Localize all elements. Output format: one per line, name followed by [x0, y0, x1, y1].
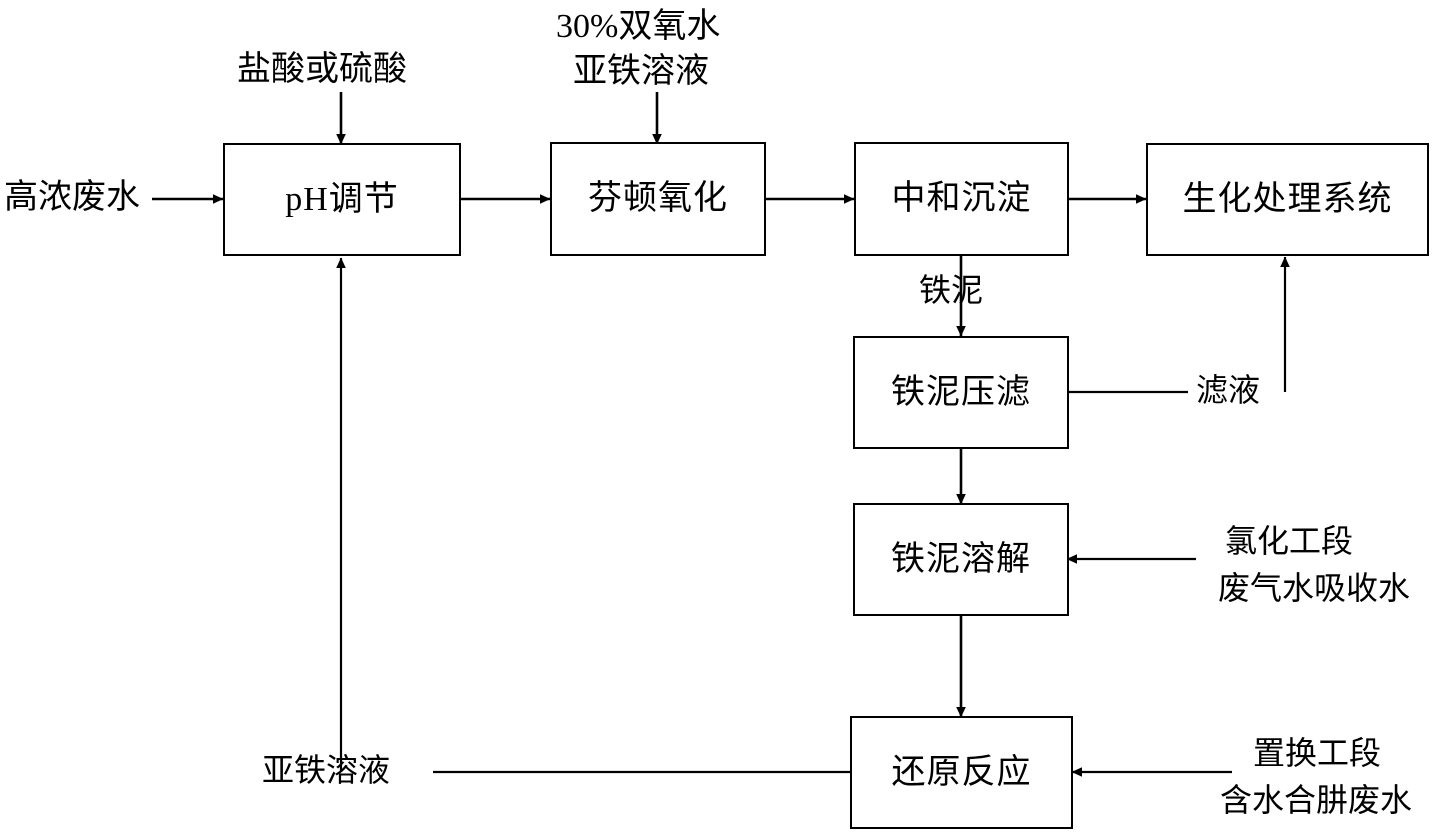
- node-iron-sludge-filter-press[interactable]: 铁泥压滤: [853, 336, 1069, 449]
- node-biochemical-treatment-system-label: 生化处理系统: [1182, 180, 1393, 218]
- node-iron-sludge-dissolution-label: 铁泥溶解: [891, 540, 1031, 578]
- edge-label-peroxide-line2: 亚铁溶液: [573, 53, 709, 90]
- node-iron-sludge-filter-press-label: 铁泥压滤: [891, 373, 1031, 411]
- edge-label-replacement-line2: 含水合肼废水: [1220, 782, 1413, 818]
- node-biochemical-treatment-system[interactable]: 生化处理系统: [1146, 143, 1429, 256]
- node-reduction-reaction-label: 还原反应: [891, 753, 1032, 791]
- edge-label-chlorination-line1: 氯化工段: [1225, 523, 1354, 559]
- node-iron-sludge-dissolution[interactable]: 铁泥溶解: [853, 503, 1069, 616]
- edge-label-acid: 盐酸或硫酸: [237, 51, 407, 88]
- node-ph-adjustment[interactable]: pH调节: [223, 143, 461, 256]
- node-neutralization-precipitation[interactable]: 中和沉淀: [854, 142, 1069, 256]
- edge-label-peroxide-line1: 30%双氧水: [556, 8, 721, 45]
- edge-label-chlorination-line2: 废气水吸收水: [1218, 570, 1411, 606]
- node-ph-adjustment-label: pH调节: [285, 180, 399, 218]
- edge-label-ferrous-return: 亚铁溶液: [262, 752, 391, 788]
- node-fenton-oxidation-label: 芬顿氧化: [588, 180, 728, 218]
- node-neutralization-precipitation-label: 中和沉淀: [891, 180, 1032, 218]
- edge-label-iron-sludge: 铁泥: [919, 272, 984, 308]
- edge-label-filtrate: 滤液: [1196, 372, 1261, 408]
- node-fenton-oxidation[interactable]: 芬顿氧化: [550, 142, 766, 256]
- edge-label-replacement-line1: 置换工段: [1253, 735, 1382, 771]
- edge-label-influent: 高浓废水: [4, 179, 140, 216]
- node-reduction-reaction[interactable]: 还原反应: [850, 716, 1073, 829]
